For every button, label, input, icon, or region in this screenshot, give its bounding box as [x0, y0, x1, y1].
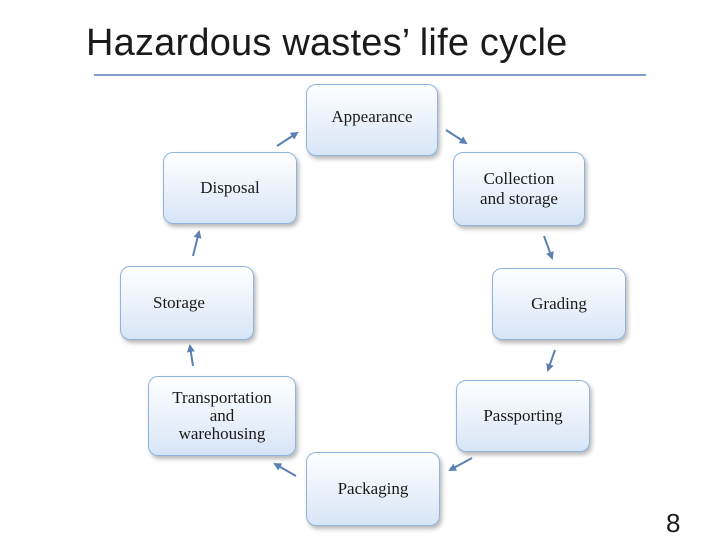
step-label: Storage — [153, 293, 205, 312]
step-collection-and-storage: Collection and storage — [453, 152, 585, 226]
step-disposal: Disposal — [163, 152, 297, 224]
step-transportation-and-warehousing: Transportation and warehousing — [148, 376, 296, 456]
step-passporting: Passporting — [456, 380, 590, 452]
slide-title: Hazardous wastes’ life cycle — [86, 22, 568, 64]
step-label: Appearance — [331, 107, 413, 126]
arrow-packaging-to-transportation — [273, 463, 297, 477]
step-label-line: Transportation — [172, 388, 272, 407]
arrow-disposal-to-appearance — [276, 131, 299, 147]
step-storage: Storage — [120, 266, 254, 340]
step-packaging: Packaging — [306, 452, 440, 526]
step-label-line: and storage — [480, 189, 558, 208]
step-label: Grading — [531, 294, 587, 313]
page-number: 8 — [666, 508, 681, 538]
arrow-collection-to-grading — [543, 235, 554, 260]
step-label: Disposal — [200, 178, 260, 197]
step-label-line: and — [209, 406, 235, 425]
arrow-grading-to-passporting — [546, 349, 556, 372]
step-label-line: warehousing — [178, 424, 266, 443]
arrow-storage-to-disposal — [192, 230, 202, 257]
step-label-line: Collection — [483, 169, 555, 188]
step-label: Passporting — [483, 406, 563, 425]
step-label: Packaging — [337, 479, 409, 498]
arrow-transportation-to-storage — [186, 344, 195, 367]
step-appearance: Appearance — [306, 84, 438, 156]
arrow-appearance-to-collection — [445, 129, 468, 145]
title-underline — [94, 74, 646, 76]
step-grading: Grading — [492, 268, 626, 340]
arrow-passporting-to-packaging — [448, 457, 473, 471]
